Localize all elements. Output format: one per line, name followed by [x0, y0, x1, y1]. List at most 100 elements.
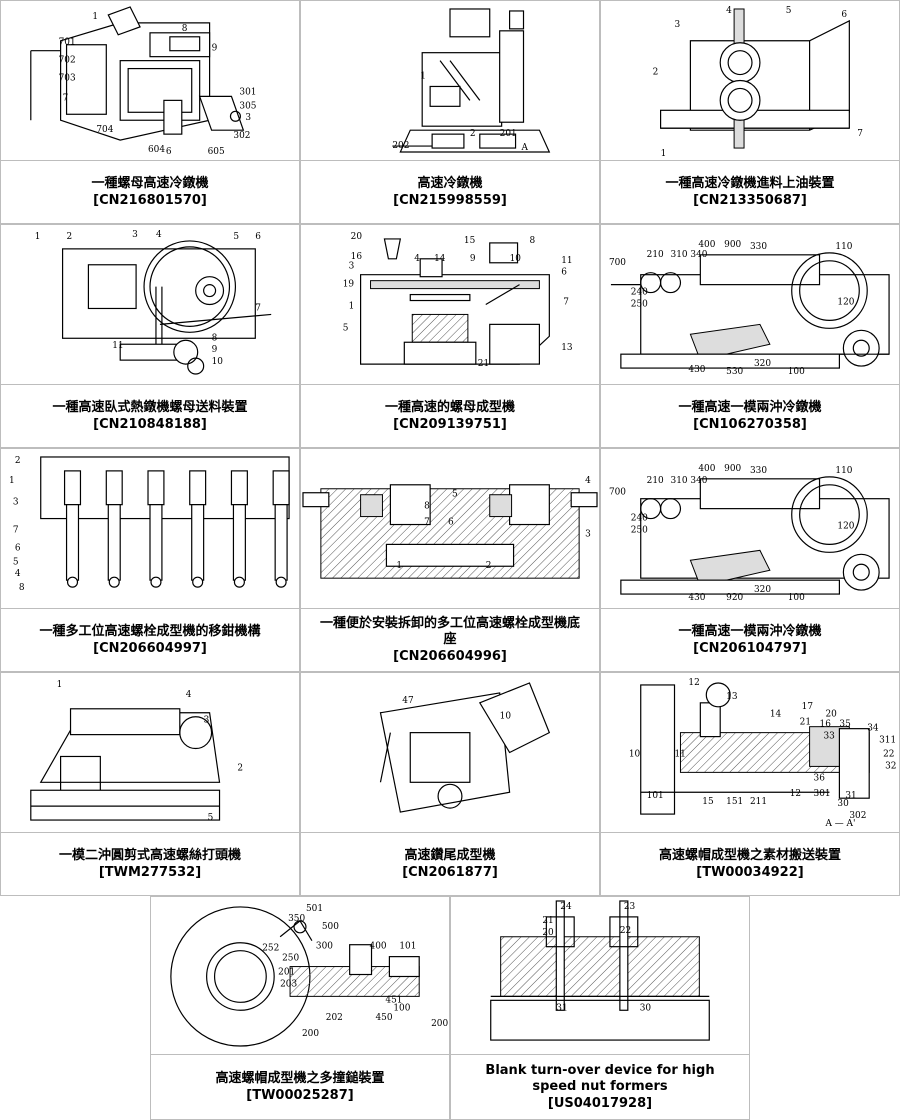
drawing-label: 151 — [726, 797, 743, 807]
drawing-label: 451 — [385, 995, 402, 1005]
drawing-label: 210 — [647, 476, 664, 486]
drawing-label: 400 — [698, 464, 715, 474]
drawing-label: 7 — [255, 303, 261, 313]
drawing-label: 32 — [885, 761, 896, 771]
drawing-label: 703 — [59, 74, 76, 84]
drawing-label: 22 — [620, 926, 631, 936]
drawing-label: 16 — [820, 720, 832, 730]
patent-title: 一種高速一模兩沖冷鐓機 — [678, 623, 822, 639]
drawing-label: 250 — [631, 299, 648, 309]
drawing-label: 700 — [609, 488, 626, 498]
drawing-label: A — A' — [824, 819, 855, 829]
patent-number: [CN206104797] — [693, 640, 807, 656]
drawing-label: 12 — [790, 789, 801, 799]
drawing-label: 1 — [349, 301, 355, 311]
drawing-label: 8 — [424, 502, 430, 512]
drawing-label: 330 — [750, 466, 767, 476]
drawing-label: 2 — [486, 561, 492, 571]
patent-caption: 一種高速一模兩沖冷鐓機[CN106270358] — [601, 385, 899, 447]
drawing-label: 203 — [280, 979, 297, 989]
drawing-label: 17 — [802, 702, 814, 712]
drawing-label: 6 — [166, 147, 172, 157]
drawing-label: 900 — [724, 240, 741, 250]
drawing-label: 211 — [750, 797, 767, 807]
drawing-label: 35 — [839, 720, 850, 730]
drawing-label: 5 — [786, 6, 792, 16]
drawing-label: 30 — [837, 799, 849, 809]
drawing-label: 501 — [306, 904, 323, 914]
drawing-label: 120 — [837, 522, 854, 532]
patent-number: [CN210848188] — [93, 416, 207, 432]
patent-title: 一模二沖圓剪式高速螺絲打頭機 — [58, 847, 241, 863]
patent-number: [TW00034922] — [696, 864, 804, 880]
drawing-label: 2 — [237, 763, 243, 773]
drawing-label: 530 — [726, 367, 743, 377]
patent-title: 一種高速的螺母成型機 — [384, 399, 515, 415]
drawing-label: 701 — [59, 38, 76, 48]
drawing-label: 300 — [316, 942, 333, 952]
drawing-label: 23 — [624, 902, 636, 912]
drawing-label: 34 — [867, 724, 879, 734]
drawing-label: 6 — [255, 232, 261, 242]
drawing-label: 702 — [59, 56, 76, 66]
drawing-label: 920 — [726, 593, 743, 603]
drawing-label: 22 — [883, 749, 894, 759]
drawing-label: 201 — [500, 129, 517, 139]
drawing-label: 700 — [609, 258, 626, 268]
drawing-label: 16 — [351, 252, 363, 262]
drawing-label: 3 — [13, 498, 19, 508]
drawing-label: 202 — [392, 141, 409, 151]
drawing-label: 5 — [343, 323, 349, 333]
drawing-label: 1 — [420, 72, 426, 82]
drawing-label: 240 — [631, 514, 648, 524]
patent-number: [CN215998559] — [393, 192, 507, 208]
drawing-label: 7 — [63, 93, 69, 103]
drawing-label: 1 — [9, 476, 15, 486]
drawing-label: 4 — [186, 690, 192, 700]
drawing-label: 704 — [96, 125, 113, 135]
drawing-label: 8 — [529, 236, 535, 246]
patent-number: [CN213350687] — [693, 192, 807, 208]
patent-caption: 一種便於安裝拆卸的多工位高速螺栓成型機底座[CN206604996] — [301, 609, 599, 671]
patent-caption: 一種多工位高速螺栓成型機的移鉗機構[CN206604997] — [1, 609, 299, 671]
drawing-label: 110 — [835, 466, 852, 476]
drawing-label: 604 — [148, 145, 165, 155]
drawing-label: 302 — [849, 811, 866, 821]
drawing-label: 900 — [724, 464, 741, 474]
drawing-label: 1 — [396, 561, 402, 571]
patent-caption: 高速螺帽成型機之多撞鎚裝置[TW00025287] — [151, 1055, 449, 1119]
drawing-label: 7 — [857, 129, 863, 139]
drawing-label: 500 — [322, 922, 339, 932]
drawing-label: 320 — [754, 585, 771, 595]
drawing-label: 340 — [690, 476, 707, 486]
drawing-label: 7 — [424, 518, 430, 528]
patent-caption: 一種高速冷鐓機進料上油裝置[CN213350687] — [601, 161, 899, 223]
drawing-label: 15 — [464, 236, 475, 246]
drawing-label: 6 — [448, 518, 454, 528]
drawing-label: 450 — [375, 1013, 392, 1023]
drawing-label: 101 — [399, 942, 416, 952]
drawing-label: 340 — [690, 250, 707, 260]
patent-title: 一種高速冷鐓機進料上油裝置 — [665, 175, 835, 191]
patent-title: 高速冷鐓機 — [417, 175, 483, 191]
patent-caption: 高速螺帽成型機之素材搬送裝置[TW00034922] — [601, 833, 899, 895]
drawing-label: 310 — [671, 250, 688, 260]
patent-caption: 一模二沖圓剪式高速螺絲打頭機[TWM277532] — [1, 833, 299, 895]
